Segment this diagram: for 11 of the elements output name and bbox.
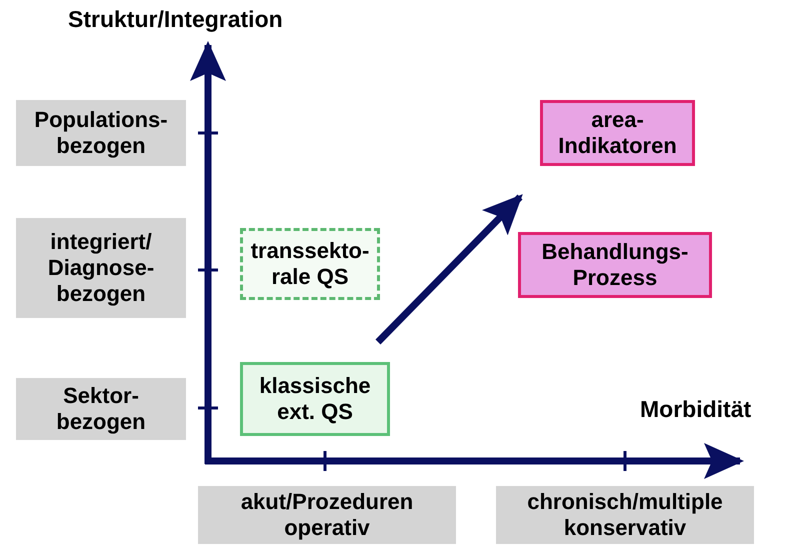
concept-box: klassische ext. QS: [240, 362, 390, 436]
category-label: Sektor- bezogen: [16, 378, 186, 440]
category-label: integriert/ Diagnose- bezogen: [16, 218, 186, 318]
concept-box: transsekto- rale QS: [240, 228, 380, 300]
axis-title: Struktur/Integration: [68, 6, 283, 33]
category-label: chronisch/multiple konservativ: [496, 486, 754, 544]
axis-title: Morbidität: [640, 396, 752, 423]
concept-box: area- Indikatoren: [540, 100, 695, 166]
category-label: Populations- bezogen: [16, 100, 186, 166]
concept-box: Behandlungs- Prozess: [518, 232, 712, 298]
category-label: akut/Prozeduren operativ: [198, 486, 456, 544]
